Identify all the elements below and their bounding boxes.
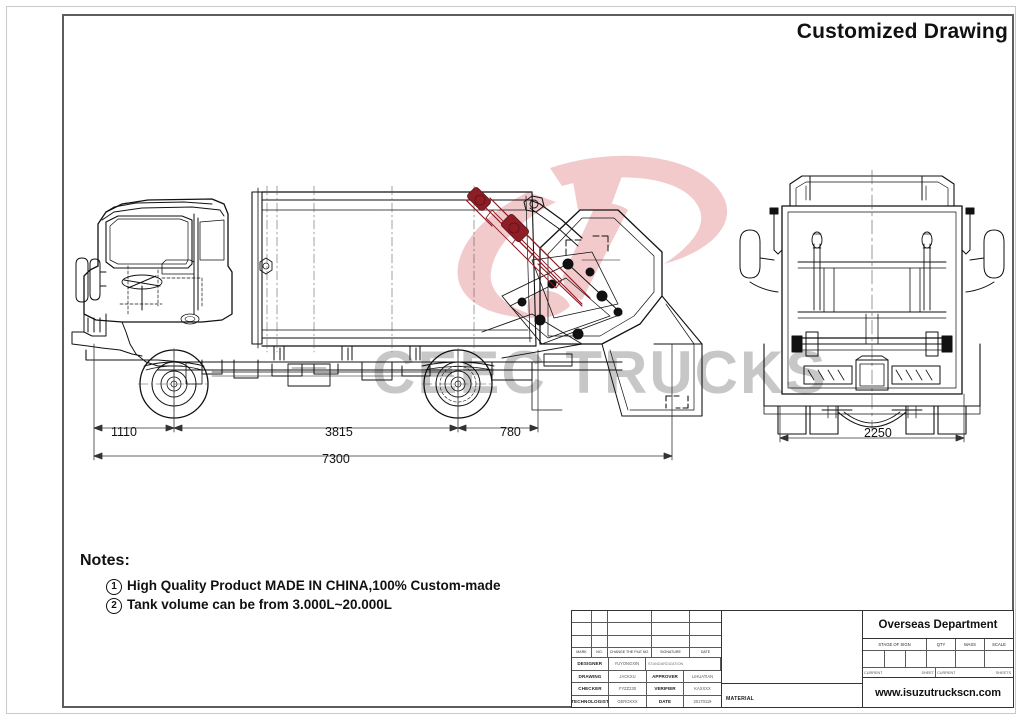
signature-row-checker: CHECKER FYZZ230 VERIFIER KAXXXX [572,683,721,696]
name-drawing: JACKXU [609,670,647,682]
spec-stage-of-sign: STAGE OF SIGN [863,639,927,650]
title-block-department: Overseas Department STAGE OF SIGN QTY MA… [863,611,1013,707]
department-name: Overseas Department [863,611,1013,639]
revision-header-file: CHANGE THE FILE NO. [608,648,652,657]
material-separator [722,682,862,684]
value-date: 20170119 [693,698,712,704]
sheet-current-2: CURRENT [935,668,979,677]
title-block-signatures: MARK NO. CHANGE THE FILE NO. SIGNATURE D… [572,611,722,707]
note-number-1: 1 [106,579,122,595]
side-elevation-view [71,185,703,421]
sheet-current-1: CURRENT [864,670,883,675]
spec-value-row [863,651,1013,668]
spec-qty: QTY [927,639,956,650]
dim-overall-width: 2250 [864,426,892,440]
hydraulic-cylinders [465,187,591,307]
spec-mass: MASS [956,639,985,650]
revision-row [572,623,721,636]
spec-header-row: STAGE OF SIGN QTY MASS SCALE [863,639,1013,651]
signature-row-technologist: TECHNOLOGIST GEROXXX DATE 20170119 [572,695,721,707]
name-technologist: GEROXXX [609,695,647,707]
role-approver: APPROVER [647,670,684,682]
spec-scale: SCALE [992,642,1006,647]
sheet-border [62,14,1014,708]
note-text-2: Tank volume can be from 3.000L~20.000L [127,597,392,612]
revision-header-date: DATE [700,650,711,654]
revision-row [572,635,721,647]
note-text-1: High Quality Product MADE IN CHINA,100% … [127,578,501,593]
sheet-row: CURRENT SHEET CURRENT SHEETS [863,668,1013,678]
title-block: MARK NO. CHANGE THE FILE NO. SIGNATURE D… [571,610,1014,708]
role-designer: DESIGNER [572,658,609,670]
dim-wheelbase: 3815 [325,425,353,439]
name-checker: FYZZ230 [609,683,647,695]
website-url[interactable]: www.isuzutruckscn.com [875,686,1001,699]
dimension-lines [93,343,965,461]
rear-elevation-view [739,169,1005,435]
notes-heading: Notes: [80,552,130,569]
name-approver: LIHUATIAN [691,673,714,679]
role-verifier: VERIFIER [647,683,684,695]
role-drawing: DRAWING [572,670,609,682]
revision-header-signature: SIGNATURE [652,648,690,657]
revision-header-no: NO. [592,648,608,657]
dim-rear-overhang: 780 [500,425,521,439]
notes-block: Notes: 1 High Quality Product MADE IN CHI… [80,552,501,614]
revision-rows [572,611,721,647]
sheet-label: SHEET [921,670,934,675]
revision-header-row: MARK NO. CHANGE THE FILE NO. SIGNATURE D… [572,647,721,658]
note-number-2: 2 [106,598,122,614]
revision-header-mark: MARK [572,648,592,657]
signature-row-designer: DESIGNER YUYONGXIN STANDARDIZATION [572,658,721,671]
outer-frame [6,6,1016,714]
dim-overall-length: 7300 [322,452,350,466]
signature-row-drawing: DRAWING JACKXU APPROVER LIHUATIAN [572,670,721,683]
signature-rows: DESIGNER YUYONGXIN STANDARDIZATION DRAWI… [572,658,721,707]
note-item-1: 1 High Quality Product MADE IN CHINA,100%… [106,576,501,595]
role-technologist: TECHNOLOGIST [572,695,609,707]
material-label: MATERIAL [726,696,755,702]
title-block-material: MATERIAL [722,611,863,707]
note-item-2: 2 Tank volume can be from 3.000L~20.000L [106,595,501,614]
dim-front-overhang: 1110 [111,425,137,439]
standardization-note: STANDARDIZATION [646,658,721,670]
role-checker: CHECKER [572,683,609,695]
role-date: DATE [647,695,684,707]
cad-drawing [71,169,1005,461]
sheets-label: SHEETS [995,670,1011,675]
name-verifier: KAXXXX [694,686,711,692]
revision-row [572,611,721,624]
page-title: Customized Drawing [796,20,1008,43]
name-designer: YUYONGXIN [609,658,646,670]
